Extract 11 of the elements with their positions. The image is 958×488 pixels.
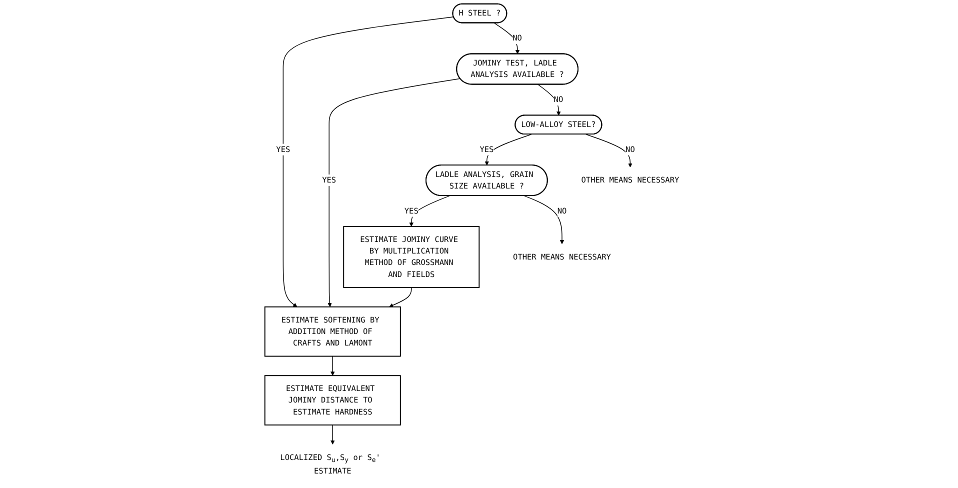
arrow <box>537 84 560 116</box>
arrow <box>330 424 334 445</box>
arrow <box>494 22 520 54</box>
arrow <box>524 195 564 244</box>
arrow <box>388 287 412 308</box>
arrow <box>330 356 334 376</box>
arrow <box>408 195 450 227</box>
arrow <box>327 78 460 308</box>
arrow <box>282 16 454 308</box>
arrow <box>484 134 532 166</box>
arrow <box>585 134 632 168</box>
